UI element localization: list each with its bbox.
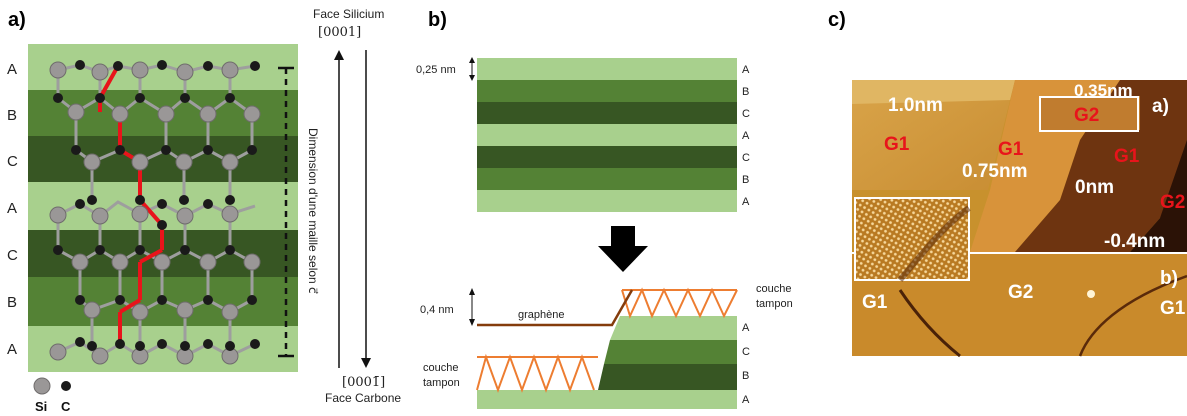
layer-band [28,136,298,182]
layer-band [610,316,737,340]
layer-band [604,340,737,364]
graphene-domain-label: G1 [884,134,910,155]
height-label: 1.0nm [888,95,943,116]
layer-letter: B [742,174,749,186]
panel-a-label: a) [8,9,26,31]
step-edge [898,289,961,358]
layer-letter: C [742,346,750,358]
terrace-region [1040,96,1140,130]
terrace-region [852,80,1015,190]
top-face-label: Face Silicium [313,7,384,21]
layer-letter: B [742,86,749,98]
layer-letter: C [742,108,750,120]
layer-letter: A [7,341,17,358]
panel-a: a) [7,7,401,414]
layer-letter: A [742,322,750,334]
graphene-domain-label: G1 [1114,146,1140,167]
c-legend-label: C [61,399,71,414]
graphene-domain-label: G1 [862,292,888,313]
layer-letter: A [7,61,17,78]
layer-band [477,102,737,124]
height-label: -0.4nm [1104,231,1165,252]
buffer-right-label-1: couche [756,283,791,295]
bottom-face-label: Face Carbone [325,391,401,405]
bottom-index-label: [0001̄] [342,375,385,390]
buffer-layer-right [621,287,738,319]
graphene-sheet [477,289,634,327]
stm-image [852,80,1187,358]
top-index-label: [0001] [318,25,361,40]
height-label: 0.75nm [962,161,1027,182]
si-atoms [49,61,261,365]
layer-letter: A [742,130,750,142]
layer-band [477,80,737,102]
crystal-bonds [56,63,256,358]
spacing-bottom-label: 0,4 nm [420,304,454,316]
bottom-stack [477,316,737,409]
g2-highlight-box [1039,96,1139,132]
top-stack-letters: A B C A C B A [742,64,750,208]
spacing-top-label: 0,25 nm [416,64,456,76]
bottom-stack-letters: A C B A [742,322,750,406]
graphene-domain-label: G1 [998,139,1024,160]
dimension-label: Dimension d'une maille selon c⃗ [306,128,320,294]
layer-letter: B [7,107,17,124]
layer-letter: A [742,394,750,406]
layer-band [477,146,737,168]
sub-panel-label: a) [1152,96,1169,117]
terrace-region [1130,140,1187,252]
spacing-arrow-top [469,57,475,81]
direction-arrows [334,50,371,368]
layer-letter: A [742,64,750,76]
layer-letter: A [7,200,17,217]
height-label: 0.35nm [1074,81,1133,100]
panel-c: c) [828,9,1187,358]
height-label: 0nm [1075,177,1114,198]
panel-b: b) A B C A C B A 0,25 nm [416,9,793,409]
terrace-region [1015,80,1187,252]
graphene-domain-label: G2 [1008,282,1033,303]
cell-dimension-bracket [278,66,294,358]
graphene-label: graphène [518,309,565,321]
layer-letter: C [7,153,18,170]
layer-letter: C [742,152,750,164]
graphene-domain-label: G1 [1160,298,1186,319]
graphene-domain-label: G2 [1074,105,1099,126]
layer-band [477,190,737,212]
transform-arrow [598,226,648,272]
layer-letter: C [7,247,18,264]
defect-spot [1087,290,1095,298]
panel-b-label: b) [428,9,447,31]
spacing-arrow-bottom [469,288,475,326]
sub-panel-label: b) [1160,268,1178,289]
si-legend-icon [33,377,51,395]
layer-band [477,390,737,409]
buffer-left-label-1: couche [423,362,458,374]
inset-step [897,205,971,282]
si-legend-label: Si [35,399,47,414]
layer-letter: B [7,294,17,311]
layer-band [477,124,737,146]
graphene-domain-label: G2 [1160,192,1185,213]
layer-band [477,58,737,80]
layer-band [477,168,737,190]
stm-labels: 1.0nm 0.75nm 0.35nm 0nm -0.4nm G1 G1 G1 … [862,81,1186,319]
c-atoms [53,60,260,351]
buffer-left-label-2: tampon [423,377,460,389]
layer-letter: A [742,196,750,208]
buffer-right-label-2: tampon [756,298,793,310]
atom-legend: Si C [33,377,71,414]
layer-letters: A B C A C B A [7,61,18,358]
layer-letter: B [742,370,749,382]
buffer-layer-left [476,353,598,393]
top-stack [477,58,737,212]
panel-c-label: c) [828,9,846,31]
step-edge [1078,274,1187,357]
terrace-region [852,80,1015,104]
layer-band [598,364,737,390]
layer-band [28,326,298,372]
c-legend-icon [61,381,71,391]
